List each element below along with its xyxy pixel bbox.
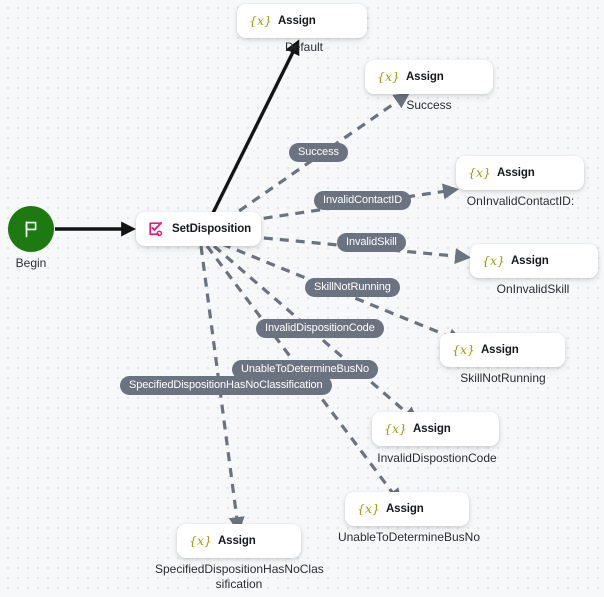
- begin-node[interactable]: [8, 206, 54, 252]
- node-title: Assign: [405, 71, 444, 83]
- node-title: Assign: [510, 255, 549, 267]
- node-title: Assign: [412, 423, 451, 435]
- variable-icon: {x}: [249, 12, 272, 28]
- variable-icon: {x}: [377, 68, 400, 84]
- caption-oninvalidcontactid: OnInvalidContactID:: [466, 194, 575, 208]
- node-title: Assign: [496, 167, 535, 179]
- variable-icon: {x}: [468, 164, 491, 180]
- caption-specifieddispositionhasnoclassification: SpecifiedDispositionHasNoClas sification: [155, 562, 324, 591]
- node-assign-oninvalidcontactid[interactable]: {x} Assign: [456, 156, 584, 190]
- variable-icon: {x}: [357, 500, 380, 516]
- node-assign-oninvalidskill[interactable]: {x} Assign: [470, 244, 598, 278]
- edge-label-success: Success: [289, 143, 348, 162]
- node-assign-unabletodeterminebusno[interactable]: {x} Assign: [345, 492, 469, 526]
- node-assign-specifieddispositionhasnoclassification[interactable]: {x} Assign: [177, 524, 301, 558]
- edge-label-unabletodeterminebusno: UnableToDetermineBusNo: [232, 360, 379, 379]
- node-assign-default[interactable]: {x} Assign: [237, 4, 367, 38]
- node-title: SetDisposition: [172, 223, 252, 235]
- caption-oninvalidskill: OnInvalidSkill: [496, 282, 570, 296]
- edge-label-default: Default: [284, 40, 324, 54]
- edge-label-invalidskill: InvalidSkill: [337, 233, 406, 252]
- variable-icon: {x}: [189, 532, 212, 548]
- node-title: Assign: [480, 344, 519, 356]
- edge-label-invaliddispositioncode: InvalidDispositionCode: [256, 319, 384, 338]
- edge-default: [209, 39, 300, 218]
- flag-icon: [25, 221, 37, 238]
- node-setdisposition[interactable]: SetDisposition: [136, 212, 261, 246]
- caption-skillnotrunning: SkillNotRunning: [460, 371, 546, 385]
- edge-label-specifieddispositionhasnoclassification: SpecifiedDispositionHasNoClassification: [120, 376, 332, 395]
- set-disposition-icon: [149, 221, 163, 236]
- node-title: Assign: [277, 15, 316, 27]
- variable-icon: {x}: [482, 252, 505, 268]
- caption-unabletodeterminebusno: UnableToDetermineBusNo: [337, 530, 481, 544]
- node-title: Assign: [217, 535, 256, 547]
- begin-caption: Begin: [15, 256, 47, 270]
- variable-icon: {x}: [384, 420, 407, 436]
- node-assign-success[interactable]: {x} Assign: [365, 60, 493, 94]
- node-assign-skillnotrunning[interactable]: {x} Assign: [440, 333, 565, 367]
- edge-label-invalidcontactid: InvalidContactID: [314, 191, 412, 210]
- variable-icon: {x}: [452, 341, 475, 357]
- node-title: Assign: [385, 503, 424, 515]
- node-assign-invaliddispostioncode[interactable]: {x} Assign: [372, 412, 499, 446]
- caption-invaliddispostioncode: InvalidDispostionCode: [377, 451, 497, 465]
- caption-success: Success: [406, 98, 452, 112]
- edge-label-skillnotrunning: SkillNotRunning: [305, 278, 400, 297]
